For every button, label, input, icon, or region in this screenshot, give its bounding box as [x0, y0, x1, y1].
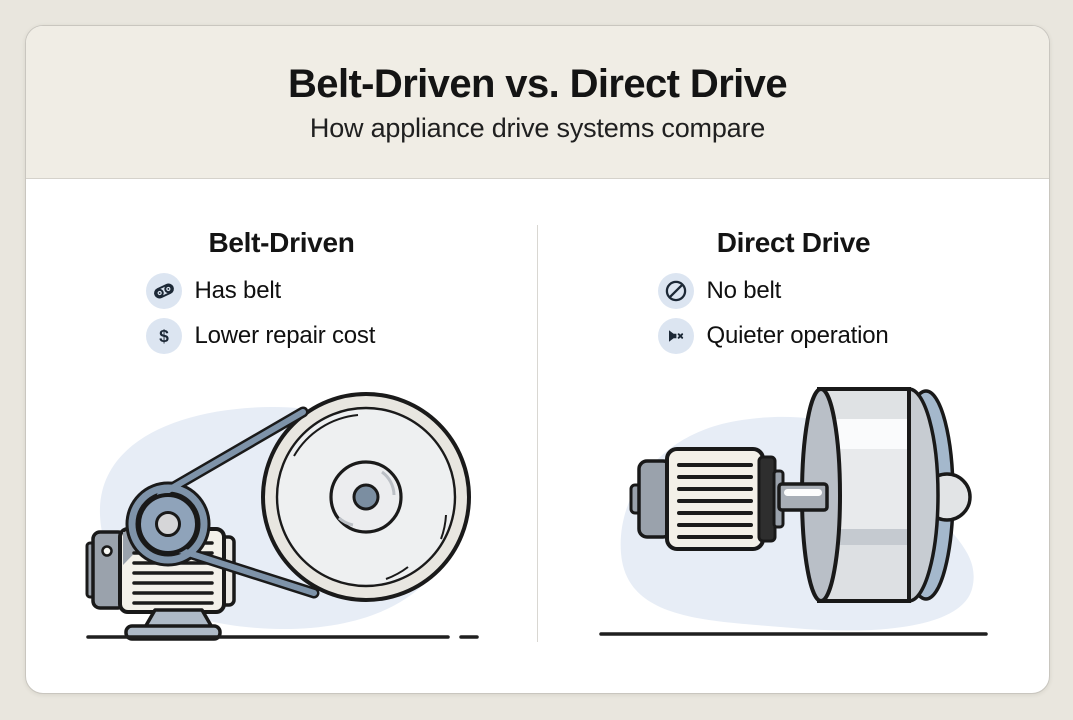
feature-label: Has belt — [194, 277, 282, 304]
feature-row: Has belt — [145, 273, 418, 309]
feature-label: No belt — [706, 277, 782, 304]
page-subtitle: How appliance drive systems compare — [309, 113, 766, 143]
column-belt-driven: Belt-Driven — [26, 179, 537, 692]
comparison-card: Belt-Driven vs. Direct Drive How applian… — [25, 25, 1050, 694]
card-header: Belt-Driven vs. Direct Drive How applian… — [26, 26, 1049, 179]
page-title: Belt-Driven vs. Direct Drive — [288, 62, 788, 106]
column-divider — [537, 225, 538, 642]
column-heading-belt-driven: Belt-Driven — [208, 227, 355, 258]
dollar-icon: $ — [145, 318, 182, 354]
feature-label: Quieter operation — [706, 322, 889, 349]
comparison-body: Belt-Driven — [26, 179, 1049, 692]
feature-list-direct-drive: No belt Quieter operation — [657, 273, 930, 354]
muted-speaker-icon — [657, 318, 694, 354]
no-belt-icon — [657, 273, 694, 309]
column-direct-drive: Direct Drive No belt — [538, 179, 1049, 692]
feature-row: No belt — [657, 273, 930, 309]
feature-list-belt-driven: Has belt $ Lower repair cost — [145, 273, 418, 354]
feature-row: $ Lower repair cost — [145, 318, 418, 354]
dollar-glyph: $ — [159, 326, 169, 346]
belt-icon — [145, 273, 182, 309]
feature-row: Quieter operation — [657, 318, 930, 354]
feature-label: Lower repair cost — [194, 322, 376, 349]
column-heading-direct-drive: Direct Drive — [716, 227, 871, 258]
